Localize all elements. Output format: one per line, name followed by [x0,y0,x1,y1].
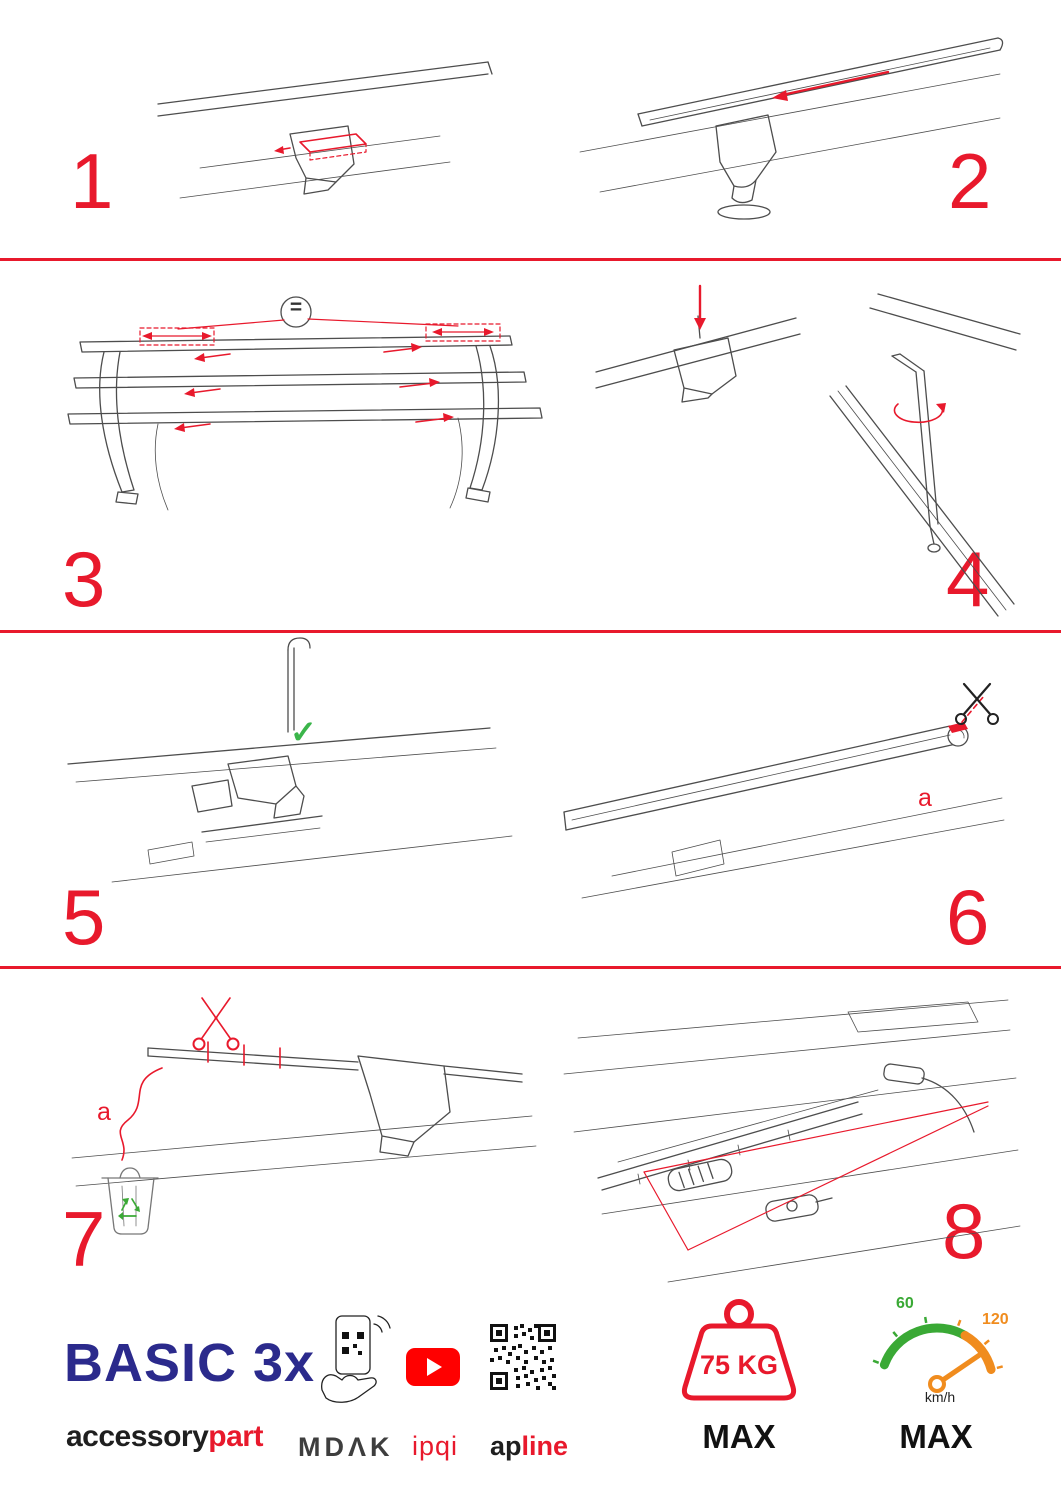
step-3-illustration [67,296,543,511]
ipqi-logo: ipqi [412,1431,459,1461]
speed-120-label: 120 [982,1311,1009,1328]
qr-code-icon [490,1324,556,1390]
weight-max-label: MAX [702,1418,776,1455]
section-divider-1 [0,258,1061,261]
step-5-number: 5 [62,873,106,961]
apline-ap: ap [490,1431,522,1461]
step-8-illustration [563,999,1021,1283]
speed-unit-label: km/h [924,1389,956,1405]
step-2-illustration [579,37,1004,220]
step-6-illustration [563,682,1005,899]
mdak-logo: MDΛK [298,1432,394,1462]
speed-60-label: 60 [896,1295,914,1312]
equal-spacing-icon: = [289,296,303,319]
step-4-illustration [595,284,1021,617]
youtube-icon [406,1348,460,1386]
weight-limit-value: 75 KG [699,1350,779,1380]
step-1-number: 1 [70,137,114,225]
step-6-number: 6 [946,873,990,961]
speed-max-label: MAX [899,1418,973,1455]
step-3-number: 3 [62,535,106,623]
phone-scan-icon [321,1315,391,1403]
section-divider-3 [0,966,1061,969]
step-5-illustration [67,637,513,883]
check-icon: ✓ [290,714,317,750]
step-8-number: 8 [942,1187,986,1275]
label-a-step-6: a [918,784,932,812]
label-a-step-7: a [97,1098,111,1126]
speedometer-icon [872,1316,1004,1393]
step-7-illustration [71,997,537,1235]
apline-line: line [521,1431,569,1461]
brand-logo: accessorypart [66,1422,263,1452]
product-name: BASIC 3x [64,1333,316,1393]
step-7-number: 7 [62,1195,106,1283]
play-icon [427,1358,442,1376]
brand-part: part [208,1420,263,1453]
step-1-illustration [157,61,493,199]
brand-accessory: accessory [66,1420,209,1453]
weight-icon [681,1299,797,1401]
step-2-number: 2 [948,137,992,225]
section-divider-2 [0,630,1061,633]
apline-logo: apline [490,1433,568,1460]
